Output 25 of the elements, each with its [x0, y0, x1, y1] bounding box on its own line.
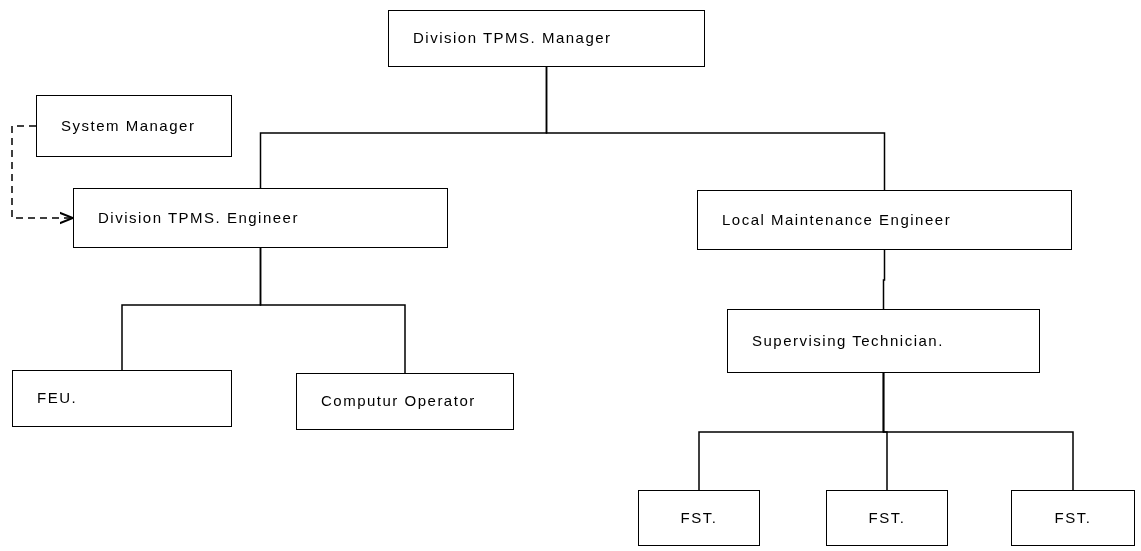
org-box — [388, 10, 705, 67]
org-box — [1011, 490, 1135, 546]
org-box — [36, 95, 232, 157]
role-label: FST. — [868, 507, 906, 528]
org-box — [73, 188, 448, 248]
org-box — [296, 373, 514, 430]
role-label: FST. — [1054, 507, 1092, 528]
role-label: Division TPMS. Manager — [413, 28, 612, 49]
org-box — [727, 309, 1040, 373]
connector-line — [259, 247, 406, 374]
connector-line — [882, 372, 1074, 491]
org-box — [697, 190, 1072, 250]
role-label: FEU. — [37, 388, 78, 409]
role-label: Supervising Technician. — [752, 330, 944, 351]
role-label: Division TPMS. Engineer — [98, 207, 299, 228]
connector-line — [882, 249, 886, 310]
org-box — [638, 490, 760, 546]
role-label: System Manager — [61, 115, 196, 136]
org-box — [12, 370, 232, 427]
role-label: Computur Operator — [321, 391, 476, 412]
arrow — [11, 125, 74, 225]
role-label: FST. — [680, 507, 718, 528]
role-label: Local Maintenance Engineer — [722, 209, 952, 230]
connector-line — [545, 66, 886, 191]
org-box — [826, 490, 948, 546]
